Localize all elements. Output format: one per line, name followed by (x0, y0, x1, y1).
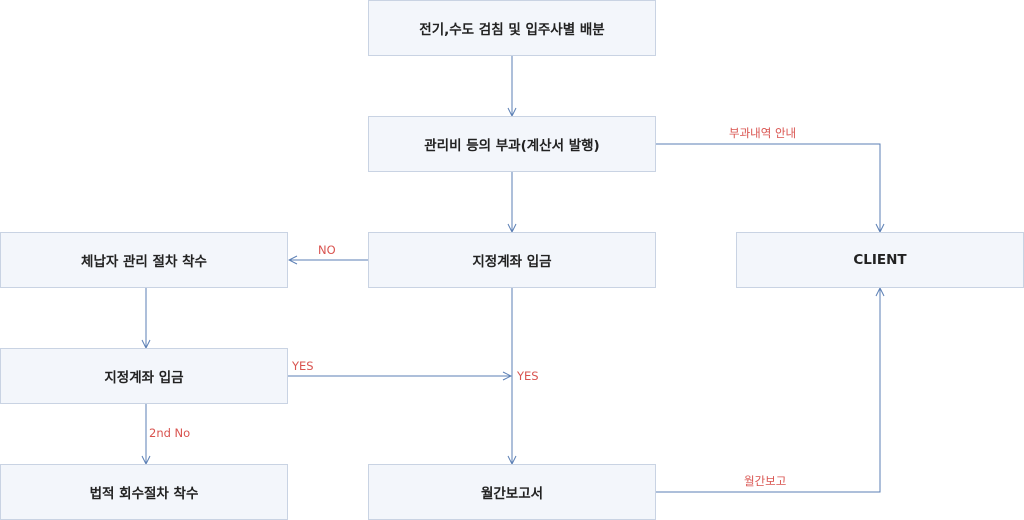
node-inspection: 전기,수도 검침 및 입주사별 배분 (368, 0, 656, 56)
node-legal-label: 법적 회수절차 착수 (89, 486, 199, 502)
node-client: CLIENT (736, 232, 1024, 288)
edge-label-yes-left: YES (292, 359, 314, 373)
node-delinquent: 체납자 관리 절차 착수 (0, 232, 288, 288)
node-billing: 관리비 등의 부과(계산서 발행) (368, 116, 656, 172)
node-delinquent-label: 체납자 관리 절차 착수 (81, 254, 207, 270)
arrow-report-to-client (656, 288, 880, 493)
edge-label-monthly-report: 월간보고 (744, 474, 787, 488)
node-monthly-report-label: 월간보고서 (480, 486, 544, 502)
node-monthly-report: 월간보고서 (368, 464, 656, 520)
node-deposit-main-label: 지정계좌 입금 (472, 254, 552, 270)
edge-label-yes-right: YES (517, 369, 539, 383)
node-client-label: CLIENT (853, 252, 907, 268)
node-deposit-second: 지정계좌 입금 (0, 348, 288, 404)
node-deposit-second-label: 지정계좌 입금 (104, 370, 184, 386)
node-legal: 법적 회수절차 착수 (0, 464, 288, 520)
node-inspection-label: 전기,수도 검침 및 입주사별 배분 (419, 22, 605, 38)
node-billing-label: 관리비 등의 부과(계산서 발행) (424, 138, 600, 154)
edge-label-billing-notice: 부과내역 안내 (729, 126, 797, 140)
node-deposit-main: 지정계좌 입금 (368, 232, 656, 288)
edge-label-second-no: 2nd No (149, 426, 191, 440)
arrow-billing-to-client (656, 143, 880, 232)
edge-label-no: NO (318, 243, 336, 257)
